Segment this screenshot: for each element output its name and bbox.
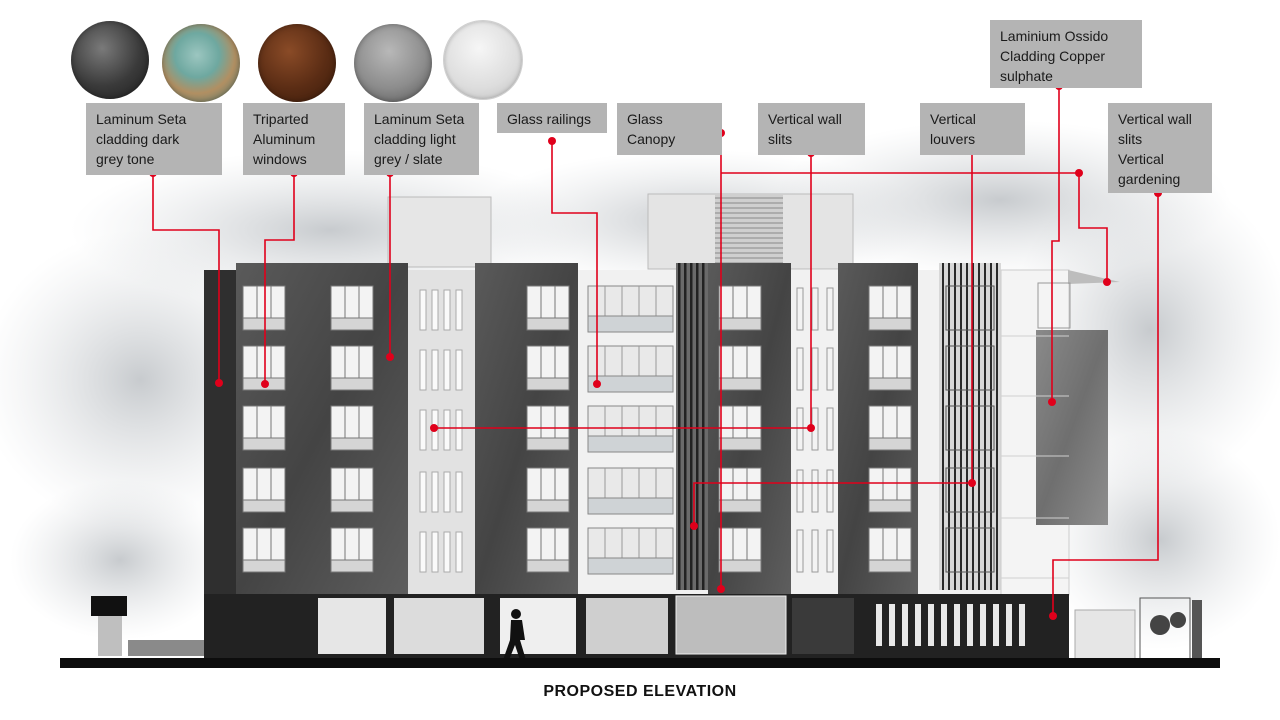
leader-dot (548, 137, 556, 145)
window (526, 527, 570, 573)
slate-slits (419, 289, 463, 331)
leader-dot (807, 424, 815, 432)
slate-slits (419, 471, 463, 513)
label-copper-sulphate-cladding: Laminium Ossido Cladding Copper sulphate (990, 20, 1142, 88)
balcony-glazing (587, 285, 674, 333)
window (242, 405, 286, 451)
boundary-wall-right (1074, 609, 1136, 661)
light-slate-column (408, 270, 475, 595)
balcony-glazing (587, 467, 674, 515)
entrance-lobby (675, 595, 787, 655)
leader-line (721, 172, 1108, 282)
label-light-grey-cladding: Laminum Seta cladding light grey / slate (364, 103, 479, 175)
leader-dot (1075, 169, 1083, 177)
window (330, 405, 374, 451)
window (526, 467, 570, 513)
leader-line (551, 141, 598, 384)
copper-sulphate-panel (1036, 330, 1108, 525)
wall-slits (796, 347, 834, 391)
window (330, 467, 374, 513)
slate-slits (419, 349, 463, 391)
window (868, 345, 912, 391)
window-grid (242, 285, 1069, 579)
wall-slits (796, 407, 834, 451)
window (718, 345, 762, 391)
window (330, 527, 374, 573)
light-grey-slate-swatch (354, 24, 432, 102)
window (868, 467, 912, 513)
wall-slits (796, 529, 834, 573)
label-glass-canopy: Glass Canopy (617, 103, 722, 155)
gate (792, 598, 854, 654)
window (718, 527, 762, 573)
dark-end-strip (204, 270, 236, 595)
shopfront-1 (318, 598, 386, 654)
leader-line (264, 173, 295, 384)
boundary-wall-left (98, 616, 122, 656)
vertical-louvers-band (939, 263, 1001, 590)
balcony-glazing (587, 345, 674, 393)
leader-dot (593, 380, 601, 388)
shopfront-4 (586, 598, 668, 654)
window (718, 285, 762, 331)
window (718, 467, 762, 513)
leader-line (1051, 86, 1060, 402)
roof-volume-left (387, 196, 492, 268)
ground-floor-slits (876, 604, 1025, 646)
window (242, 467, 286, 513)
sky-clouds (0, 120, 1280, 650)
leader-dot (717, 585, 725, 593)
window (526, 285, 570, 331)
leader-dot (1103, 278, 1111, 286)
vertical-slit-band (676, 263, 708, 590)
window (526, 345, 570, 391)
shopfront-2 (394, 598, 484, 654)
vertical-garden-frame (1139, 597, 1202, 661)
leader-line (1052, 193, 1159, 616)
label-dark-grey-cladding: Laminum Seta cladding dark grey tone (86, 103, 222, 175)
window (868, 285, 912, 331)
boundary-pillar (91, 596, 127, 616)
window (868, 405, 912, 451)
label-aluminum-windows: Triparted Aluminum windows (243, 103, 345, 175)
leader-dot (261, 380, 269, 388)
label-glass-railings: Glass railings (497, 103, 607, 133)
label-vertical-gardening: Vertical wall slits Vertical gardening (1108, 103, 1212, 193)
balcony-glazing (587, 527, 674, 575)
label-vertical-louvers: Vertical louvers (920, 103, 1025, 155)
balcony-glazing (587, 405, 674, 453)
terrace-railing (1037, 282, 1071, 329)
leader-line (693, 147, 973, 526)
drawing-caption: PROPOSED ELEVATION (543, 683, 737, 700)
wall-slits (796, 287, 834, 331)
leader-dot (968, 479, 976, 487)
copper-sulphate-swatch (162, 24, 240, 102)
boundary-wall-low (128, 640, 204, 656)
ground-line (60, 658, 1220, 668)
copper-brown-swatch (258, 24, 336, 102)
leader-line (152, 173, 220, 383)
dark-grey-cladding-swatch (71, 21, 149, 99)
window (330, 285, 374, 331)
label-vertical-wall-slits: Vertical wall slits (758, 103, 865, 155)
roof-louvers (715, 194, 783, 269)
window (242, 527, 286, 573)
window (868, 527, 912, 573)
leader-dot (430, 424, 438, 432)
leader-dot (1048, 398, 1056, 406)
leader-dot (386, 353, 394, 361)
slate-slits (419, 531, 463, 573)
white-swatch (444, 21, 522, 99)
leader-dot (1049, 612, 1057, 620)
leader-dot (690, 522, 698, 530)
window (330, 345, 374, 391)
window (242, 285, 286, 331)
person-silhouette (503, 609, 526, 660)
wall-slits (796, 469, 834, 513)
leader-dot (215, 379, 223, 387)
